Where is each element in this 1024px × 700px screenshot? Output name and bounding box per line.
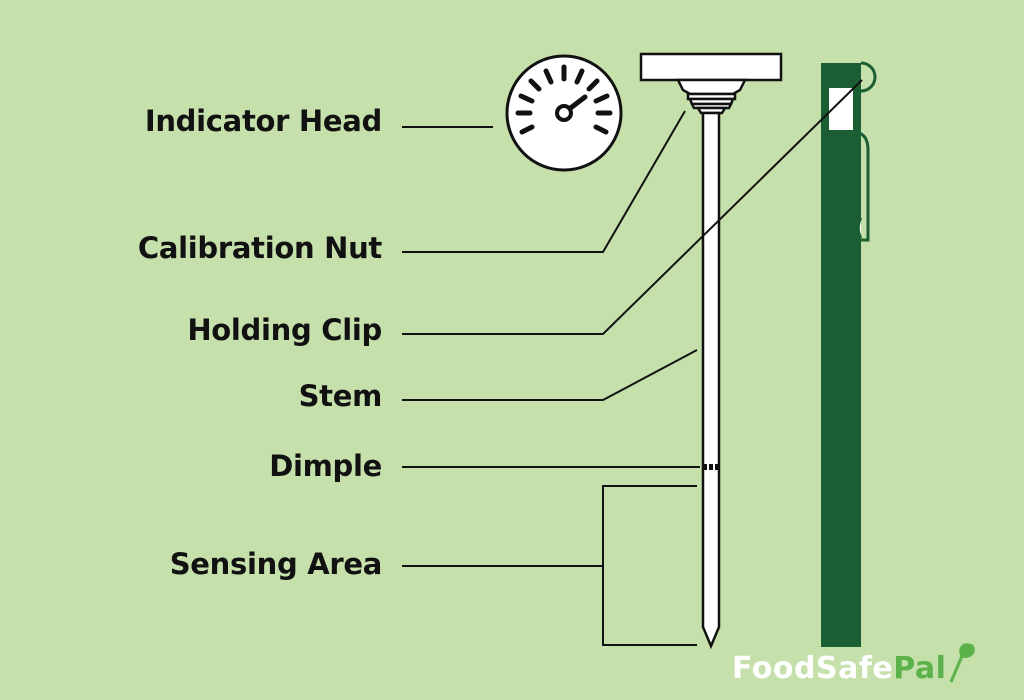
label-indicator-head: Indicator Head — [144, 104, 382, 138]
label-stem: Stem — [298, 379, 383, 413]
leader-lines — [402, 79, 863, 646]
brand-name-main: FoodSafe — [732, 651, 894, 686]
brand-sprout-icon — [949, 643, 975, 683]
thermometer-stem — [701, 111, 721, 650]
label-sensing-area: Sensing Area — [169, 547, 383, 581]
thermometer-head — [639, 52, 783, 115]
label-calibration-nut: Calibration Nut — [137, 231, 382, 265]
brand-name-accent: Pal — [893, 651, 947, 686]
label-holding-clip: Holding Clip — [187, 313, 382, 347]
brand-logo: FoodSafePal — [732, 654, 946, 684]
protective-sleeve — [821, 61, 877, 647]
indicator-dial — [505, 54, 623, 172]
dimple-mark — [703, 464, 719, 470]
label-dimple: Dimple — [269, 449, 382, 483]
